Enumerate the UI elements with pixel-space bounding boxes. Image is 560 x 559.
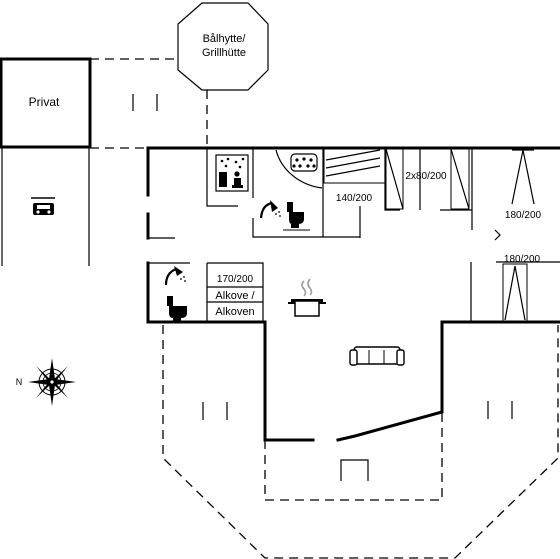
house-exterior-walls (146, 146, 560, 442)
north-label: N (16, 377, 23, 387)
bedroom-180-bottom: 180/200 (502, 254, 541, 323)
sofa-icon (349, 346, 405, 366)
bed-2x80-label: 2x80/200 (405, 171, 447, 182)
carport (1, 148, 90, 266)
alcove: 170/200 Alkove / Alkoven (215, 274, 255, 318)
interior-walls (148, 148, 560, 322)
sauna-icon (215, 154, 249, 192)
private-terrace-outline (90, 58, 208, 149)
private-room: Privat (0, 57, 92, 149)
grill-hut: Bålhytte/ Grillhütte (177, 2, 269, 91)
alcove-label-line2: Alkoven (215, 306, 254, 318)
compass-rose-icon (28, 358, 76, 406)
bed-180-top-label: 180/200 (505, 210, 542, 221)
bed-140-label: 140/200 (336, 193, 373, 204)
private-label: Privat (29, 95, 60, 109)
grill-hut-label-line2: Grillhütte (202, 47, 246, 59)
spa-icon (275, 149, 323, 189)
bedroom-180-top: 180/200 (505, 149, 542, 221)
toilet-icon (167, 296, 187, 321)
shower-icon (259, 200, 281, 219)
bedroom-2x80: 2x80/200 (385, 148, 470, 210)
bed-170-label: 170/200 (217, 274, 254, 285)
toilet-icon (283, 202, 310, 231)
outer-terrace-outline (162, 325, 559, 559)
bedroom-140: 140/200 (323, 148, 386, 204)
alcove-label-line1: Alkove / (215, 290, 255, 302)
shower-icon (164, 266, 186, 286)
bed-180-bottom-label: 180/200 (504, 254, 541, 265)
grill-hut-label-line1: Bålhytte/ (203, 33, 247, 45)
cooking-pot-icon (288, 278, 326, 317)
car-icon (31, 197, 55, 215)
